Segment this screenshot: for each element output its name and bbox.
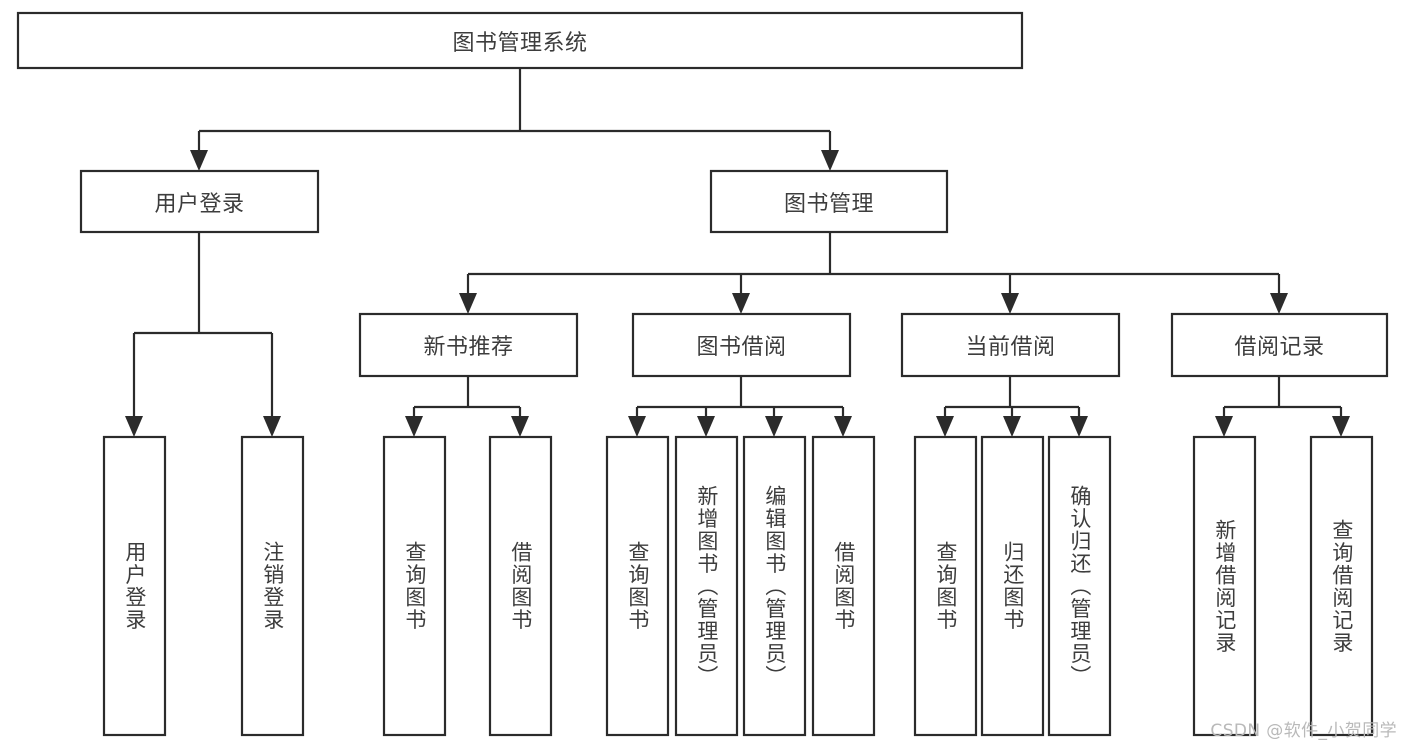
node-book-borrow-box[interactable] xyxy=(631,312,852,378)
arrow-head-currentborrow-leaf-3 xyxy=(1070,416,1088,437)
leaf-box-bookborrow-edit[interactable] xyxy=(742,435,807,737)
arrow-head-book-borrow xyxy=(732,293,750,314)
leaf-box-currentborrow-query[interactable] xyxy=(913,435,978,737)
leaf-box-bookborrow-query[interactable] xyxy=(605,435,670,737)
leaf-box-currentborrow-return[interactable] xyxy=(980,435,1045,737)
node-borrow-record-box[interactable] xyxy=(1170,312,1389,378)
arrow-head-newbook-leaf-1 xyxy=(405,416,423,437)
node-user-login-box[interactable] xyxy=(79,169,320,234)
arrow-head-currentborrow-leaf-1 xyxy=(936,416,954,437)
arrow-head-bookborrow-leaf-3 xyxy=(765,416,783,437)
arrow-head-userlogin xyxy=(190,150,208,171)
leaf-box-record-query[interactable] xyxy=(1309,435,1374,737)
node-current-borrow-box[interactable] xyxy=(900,312,1121,378)
leaf-box-user-login[interactable] xyxy=(102,435,167,737)
arrow-head-newbook-leaf-2 xyxy=(511,416,529,437)
arrow-head-borrowrecord-leaf-1 xyxy=(1215,416,1233,437)
leaf-box-bookborrow-lend[interactable] xyxy=(811,435,876,737)
node-book-management-box[interactable] xyxy=(709,169,949,234)
leaf-box-newbook-borrow[interactable] xyxy=(488,435,553,737)
arrow-head-borrow-record xyxy=(1270,293,1288,314)
arrow-head-current-borrow xyxy=(1001,293,1019,314)
arrow-head-bookmgmt xyxy=(821,150,839,171)
node-root-box[interactable] xyxy=(16,11,1024,70)
arrow-head-bookborrow-leaf-1 xyxy=(628,416,646,437)
arrow-head-bookborrow-leaf-4 xyxy=(834,416,852,437)
arrow-head-new-book-recommend xyxy=(459,293,477,314)
arrow-head-bookborrow-leaf-2 xyxy=(697,416,715,437)
leaf-box-currentborrow-confirm[interactable] xyxy=(1047,435,1112,737)
leaf-box-record-add[interactable] xyxy=(1192,435,1257,737)
leaf-box-logout[interactable] xyxy=(240,435,305,737)
arrow-head-currentborrow-leaf-2 xyxy=(1003,416,1021,437)
arrow-head-borrowrecord-leaf-2 xyxy=(1332,416,1350,437)
leaf-box-newbook-query[interactable] xyxy=(382,435,447,737)
arrow-head-user-login-leaf xyxy=(125,416,143,437)
arrow-head-logout-leaf xyxy=(263,416,281,437)
csdn-watermark: CSDN @软件_小贺同学 xyxy=(1210,721,1397,741)
leaf-box-bookborrow-add[interactable] xyxy=(674,435,739,737)
node-new-book-recommend-box[interactable] xyxy=(358,312,579,378)
